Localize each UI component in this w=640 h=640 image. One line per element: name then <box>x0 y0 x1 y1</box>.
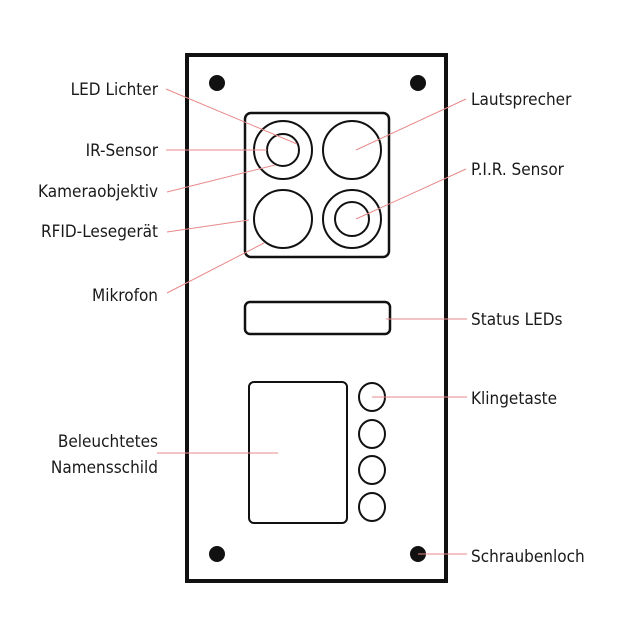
bell-button-4[interactable] <box>358 492 386 522</box>
label-led-lichter: LED Lichter <box>71 80 159 100</box>
label-ir-sensor: IR-Sensor <box>86 141 159 161</box>
leader-lautsprecher <box>355 98 467 151</box>
screw-hole-bottom-left <box>209 546 225 562</box>
bell-button-2[interactable] <box>358 419 386 449</box>
leader-mikrofon <box>166 242 265 294</box>
rfid-reader <box>253 189 313 249</box>
leader-pir-sensor <box>355 168 467 220</box>
leader-led-lichter <box>165 88 298 145</box>
screw-hole-top-right <box>410 75 426 91</box>
label-status-leds: Status LEDs <box>471 310 563 330</box>
status-led-bar <box>243 300 392 336</box>
label-schraubenloch: Schraubenloch <box>471 547 585 567</box>
label-rfid: RFID-Lesegerät <box>41 222 158 242</box>
label-namensschild-line1: Beleuchtetes <box>58 432 158 452</box>
leader-kameraobjektiv <box>166 164 276 193</box>
label-kameraobjektiv: Kameraobjektiv <box>38 182 158 202</box>
label-mikrofon: Mikrofon <box>92 286 158 306</box>
leader-rfid <box>166 219 250 233</box>
label-pir-sensor: P.I.R. Sensor <box>471 160 565 180</box>
speaker <box>322 120 382 180</box>
label-lautsprecher: Lautsprecher <box>471 90 572 110</box>
label-klingetaste: Klingetaste <box>471 389 557 409</box>
camera-lens <box>266 133 300 167</box>
label-namensschild-line2: Namensschild <box>51 458 158 478</box>
screw-hole-top-left <box>209 75 225 91</box>
bell-button-3[interactable] <box>358 455 386 485</box>
pir-sensor-inner <box>334 201 370 237</box>
